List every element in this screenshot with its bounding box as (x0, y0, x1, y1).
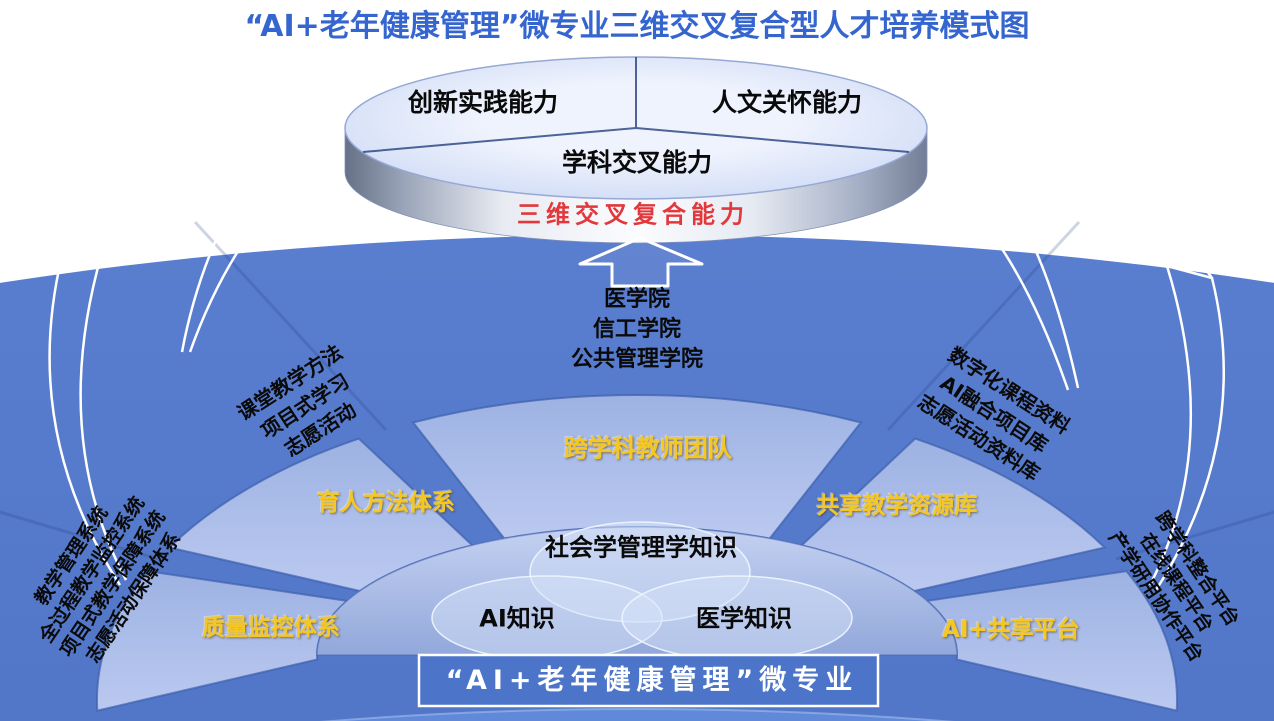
bottom-edge-band (321, 708, 953, 721)
venn-label-ai: AI知识 (479, 604, 555, 633)
college-public-management: 公共管理学院 (570, 347, 704, 372)
ring-label-quality: 质量监控体系 (202, 615, 340, 642)
ring-label-ai-platform: AI+共享平台 (942, 617, 1080, 644)
ring-label-resources: 共享教学资源库 (816, 493, 978, 520)
ring-wedges (95, 394, 1179, 712)
curved-arrow-inner-left-icon (180, 160, 294, 353)
capability-disc (344, 56, 928, 244)
disc-rim-label: 三维交叉复合能力 (517, 200, 749, 229)
disc-sector-humanistic: 人文关怀能力 (711, 88, 863, 117)
college-medicine: 医学院 (603, 287, 671, 312)
curved-arrow-outer-left-icon (48, 219, 128, 586)
ring-label-method: 育人方法体系 (317, 490, 455, 517)
college-information: 信工学院 (592, 317, 682, 342)
knowledge-venn-shapes (431, 521, 853, 661)
footer-label: “AI+老年健康管理”微专业 (445, 664, 859, 696)
venn-label-sociology: 社会学管理学知识 (545, 533, 737, 562)
page-title: “AI+老年健康管理”微专业三维交叉复合型人才培养模式图 (244, 9, 1030, 44)
colleges-label-group: 医学院 信工学院 公共管理学院 (571, 285, 703, 375)
dome-sector-lines (0, 220, 1274, 561)
curved-arrows (48, 160, 1225, 591)
venn-label-medicine: 医学知识 (696, 604, 792, 633)
curved-arrow-outer-right-icon (1148, 240, 1225, 591)
up-arrow-icon (578, 236, 704, 288)
disc-sector-innovation: 创新实践能力 (407, 88, 559, 117)
ring-label-teachers: 跨学科教师团队 (564, 434, 732, 463)
disc-sector-interdisciplinary: 学科交叉能力 (561, 148, 713, 177)
footer-box (417, 653, 880, 708)
disc-sector-dividers (362, 57, 910, 153)
curved-arrow-inner-right-icon (960, 176, 1080, 391)
